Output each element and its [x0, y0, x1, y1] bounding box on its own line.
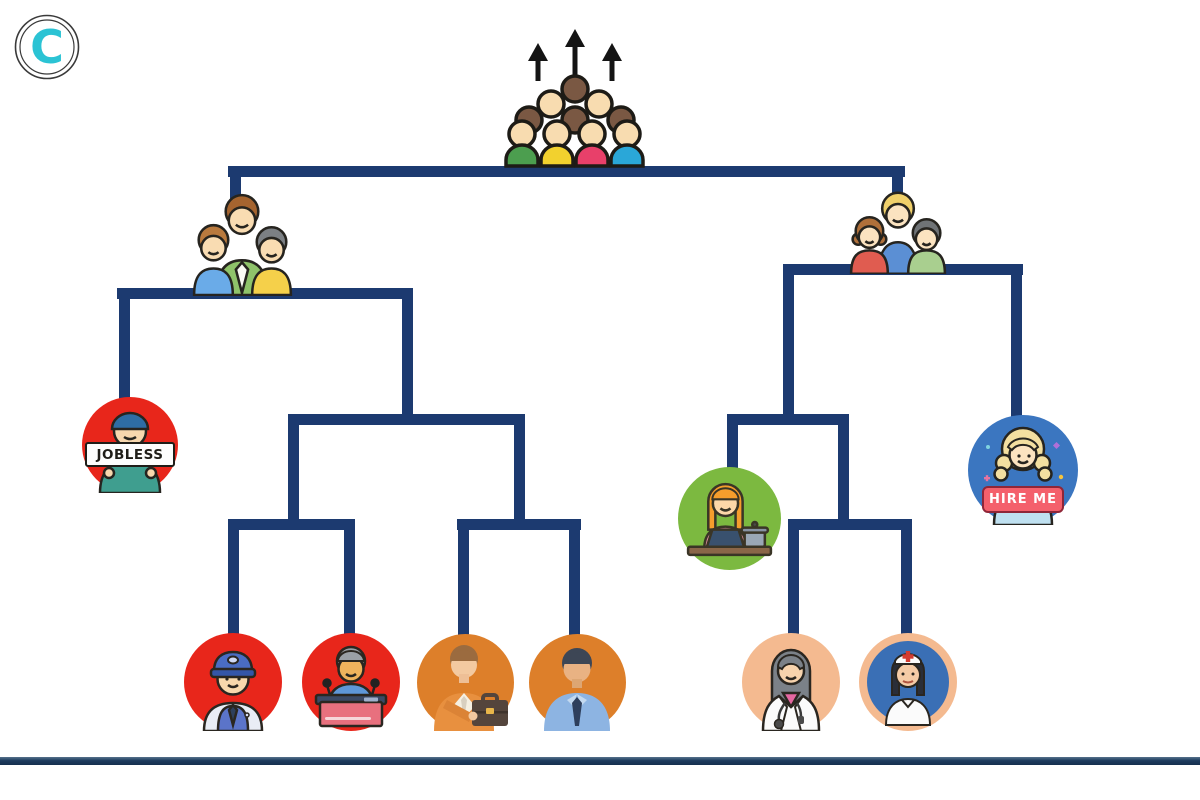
tree-connector	[402, 288, 413, 425]
cooking-woman-icon	[686, 482, 773, 557]
tree-connector	[892, 166, 903, 208]
speaker-at-podium-icon	[314, 645, 388, 728]
hire-me-sign: HIRE ME	[982, 486, 1064, 513]
policeman-icon	[202, 650, 264, 731]
tree-connector	[230, 166, 241, 208]
tree-connector	[288, 414, 525, 425]
node-policeman	[184, 633, 282, 731]
tree-connector	[788, 519, 799, 639]
tree-connector	[288, 414, 299, 526]
node-hire-me: HIRE ME	[968, 415, 1078, 525]
node-speaker	[302, 633, 400, 731]
node-cook	[678, 467, 781, 570]
bottom-divider-bar	[0, 757, 1200, 765]
jobless-sign: JOBLESS	[85, 442, 175, 467]
tree-connector	[119, 288, 130, 400]
tree-connector	[727, 414, 738, 472]
tree-connector	[228, 166, 905, 177]
branch-node-women	[846, 188, 950, 274]
female-doctor-icon	[761, 648, 821, 731]
businessman-briefcase-icon	[434, 645, 508, 731]
tree-connector	[569, 519, 580, 639]
tree-connector	[228, 519, 239, 639]
tree-connector	[901, 519, 912, 639]
men-group-icon	[192, 193, 293, 296]
tree-connector	[457, 519, 581, 530]
branch-node-men	[188, 188, 298, 296]
tree-connector	[788, 519, 912, 530]
crowd-arrows-up-icon	[504, 29, 645, 168]
logo-inner-ring	[19, 19, 75, 75]
tree-connector	[783, 264, 794, 425]
node-nurse	[859, 633, 957, 731]
office-worker-icon	[544, 648, 610, 731]
tree-connector	[1011, 264, 1022, 417]
node-businessman	[417, 634, 514, 731]
node-doctor	[742, 633, 840, 731]
logo-outer-ring	[14, 14, 80, 80]
tree-connector	[727, 414, 849, 425]
nurse-icon	[884, 651, 932, 726]
tree-connector	[838, 414, 849, 526]
root-node-population	[498, 26, 652, 168]
women-group-icon	[849, 191, 947, 274]
tree-connector	[458, 519, 469, 639]
logo-letter: C	[30, 20, 64, 74]
tree-connector	[344, 519, 355, 639]
tree-connector	[231, 519, 355, 530]
node-jobless: JOBLESS	[82, 397, 178, 493]
tree-connector	[514, 414, 525, 526]
node-office-worker	[529, 634, 626, 731]
jobless-man-icon	[98, 411, 162, 493]
channel-logo: C	[13, 13, 81, 81]
